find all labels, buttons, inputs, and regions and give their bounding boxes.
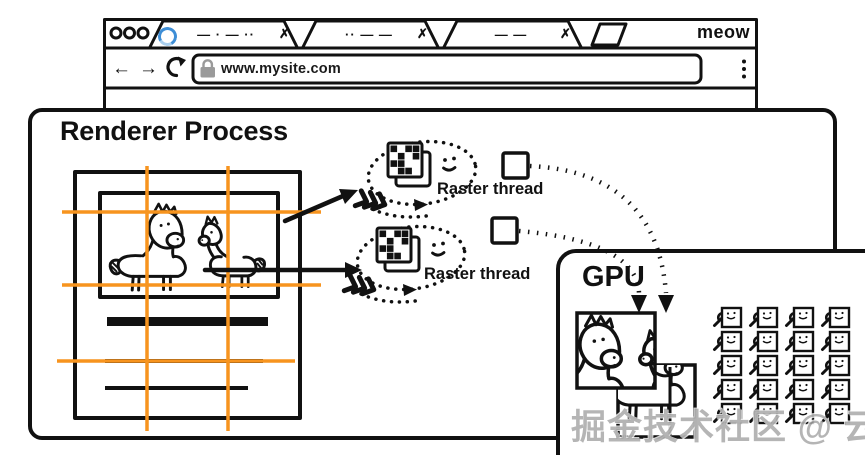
renderer-process-title: Renderer Process (60, 116, 288, 146)
lock-icon (200, 59, 215, 78)
gpu-worker (821, 354, 851, 377)
gpu-worker (821, 306, 851, 329)
gpu-worker (713, 354, 743, 377)
raster-thread-1-label: Raster thread (437, 180, 544, 198)
tab-3-close-icon[interactable]: ✗ (560, 26, 571, 41)
url-text[interactable]: www.mysite.com (221, 61, 341, 77)
tab-2-title[interactable]: ·· — — (345, 27, 393, 42)
gpu-worker (713, 378, 743, 401)
gpu-worker (821, 378, 851, 401)
gpu-worker (785, 378, 815, 401)
gpu-worker (785, 354, 815, 377)
tab-1-title[interactable]: — · — ·· (197, 27, 255, 42)
traffic-light-buttons[interactable] (109, 26, 150, 40)
tab-loading-spinner (155, 24, 180, 49)
tab-3-title[interactable]: — — (494, 27, 528, 42)
gpu-tile-front (575, 311, 657, 390)
gpu-worker (713, 306, 743, 329)
gpu-content-sketch (575, 306, 851, 439)
gpu-worker (821, 330, 851, 353)
browser-brand-label: meow (697, 22, 751, 42)
watermark-text: 掘金技术社区 @ 云鱼千 (571, 408, 865, 447)
gpu-worker (713, 330, 743, 353)
back-button[interactable]: ← (112, 58, 131, 79)
gpu-worker (749, 330, 779, 353)
gpu-worker (749, 354, 779, 377)
gpu-worker (749, 378, 779, 401)
menu-icon[interactable] (742, 59, 746, 79)
raster-thread-2-label: Raster thread (424, 265, 531, 283)
gpu-worker (749, 306, 779, 329)
gpu-worker (785, 330, 815, 353)
new-tab-button[interactable] (590, 22, 628, 47)
tab-1-close-icon[interactable]: ✗ (279, 26, 290, 41)
tab-2-close-icon[interactable]: ✗ (417, 26, 428, 41)
gpu-worker (785, 306, 815, 329)
reload-icon[interactable] (166, 56, 186, 78)
forward-button[interactable]: → (139, 58, 158, 79)
